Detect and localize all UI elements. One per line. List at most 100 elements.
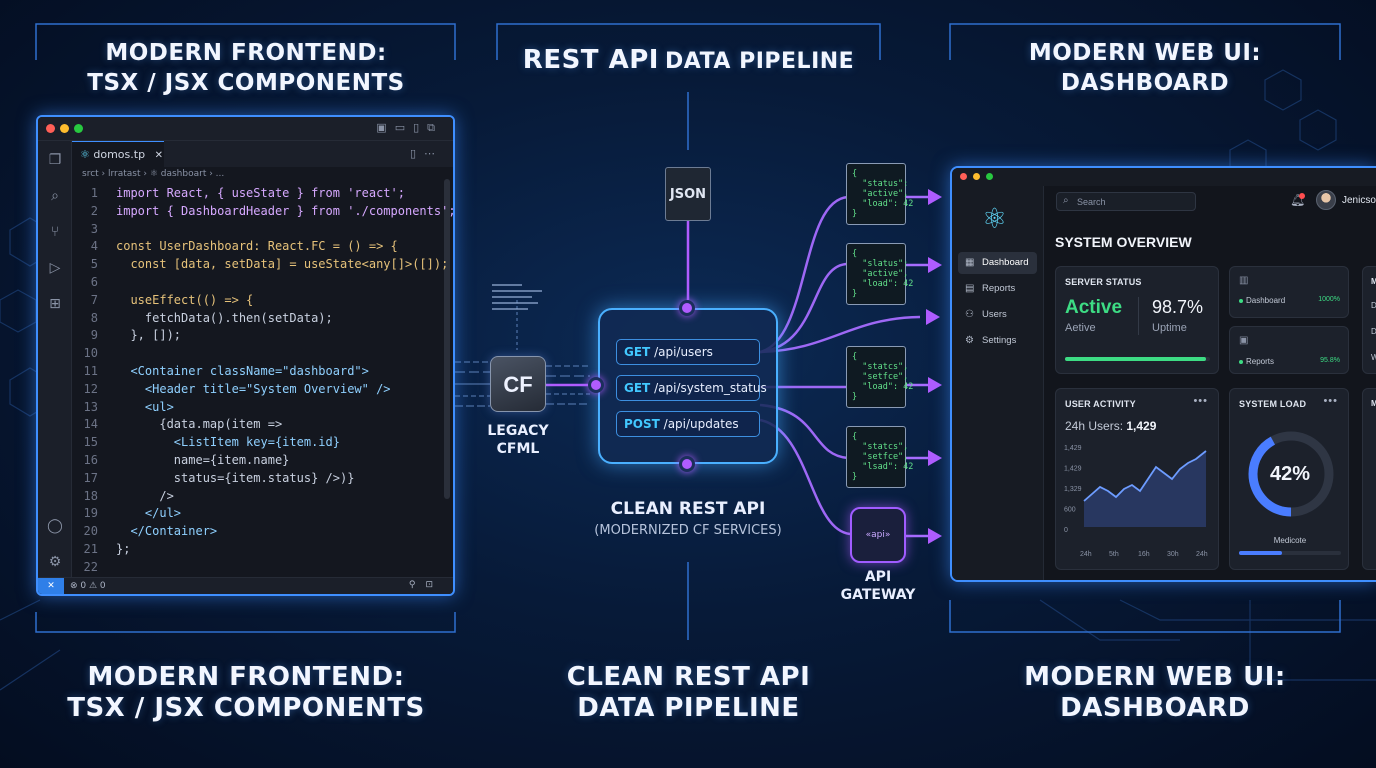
nav-reports[interactable]: ▤Reports (958, 278, 1037, 300)
header-small: DATA PIPELINE (665, 49, 855, 74)
scrollbar[interactable] (444, 179, 450, 499)
load-fill (1239, 551, 1282, 555)
line-number: 5 (90, 257, 98, 272)
user-name[interactable]: Jenicsor (1342, 195, 1376, 206)
maximize-dot[interactable] (986, 173, 993, 180)
split-editor-icon[interactable]: ▯⋯ (409, 147, 443, 160)
clipped-text: D (1371, 327, 1376, 336)
load-value: 42% (1269, 463, 1311, 485)
close-dot[interactable] (960, 173, 967, 180)
avatar[interactable] (1316, 190, 1336, 210)
endpoint-get-system-status[interactable]: GET /api/system_status (616, 375, 767, 401)
gateway-label: API GATEWAY (830, 568, 926, 604)
legacy-label: LEGACY CFML (470, 422, 566, 458)
activity-area (1084, 451, 1206, 527)
line-text: useEffect(() => { (116, 292, 254, 307)
clipped-card: M D D W (1362, 266, 1376, 374)
tab-file[interactable]: ⚛ domos.tp ✕ (72, 141, 164, 167)
code-line: 16 name={item.name} (80, 453, 290, 470)
users-label: 24h Users: (1065, 419, 1124, 433)
code-area[interactable]: 1 import React, { useState } from 'react'… (80, 186, 456, 576)
code-line: 11 <Container className="dashboard"> (80, 364, 369, 381)
more-options-icon[interactable]: ••• (1323, 395, 1338, 407)
remote-indicator[interactable]: ✕ (38, 578, 64, 594)
endpoint-path: /api/system_status (654, 381, 767, 395)
code-line: 19 </ul> (80, 506, 181, 523)
card-title: USER ACTIVITY (1065, 399, 1136, 409)
files-icon[interactable]: ❐ (48, 152, 62, 168)
close-dot[interactable] (46, 124, 55, 133)
code-line: 8 fetchData().then(setData); (80, 311, 333, 328)
cf-logo: CF (490, 356, 546, 412)
x-tick-label: 5th (1109, 551, 1119, 558)
user-activity-card: USER ACTIVITY ••• 24h Users: 1,429 1,429… (1055, 388, 1219, 570)
load-gauge (1248, 431, 1334, 517)
x-tick-label: 30h (1167, 551, 1179, 558)
line-number: 2 (90, 203, 98, 218)
divider (1138, 297, 1139, 335)
grid-icon: ▦ (965, 257, 975, 268)
minimize-dot[interactable] (60, 124, 69, 133)
minimize-dot[interactable] (973, 173, 980, 180)
json-file-icon: JSON (665, 167, 711, 221)
nav-users[interactable]: ⚇Users (958, 304, 1037, 326)
load-track (1239, 551, 1341, 555)
line-number: 18 (83, 488, 98, 503)
notification-icons[interactable]: ⚲⊡ (408, 580, 443, 590)
notification-dot (1299, 193, 1305, 199)
source-control-icon[interactable]: ⑂ (50, 224, 60, 240)
problems-count[interactable]: ⊗ 0 ⚠ 0 (70, 581, 106, 591)
nav-dashboard[interactable]: ▦Dashboard (958, 252, 1037, 274)
more-options-icon[interactable]: ••• (1193, 395, 1208, 407)
api-subtitle: (MODERNIZED CF SERVICES) (594, 523, 782, 538)
nav-settings[interactable]: ⚙Settings (958, 330, 1037, 352)
line-number: 17 (83, 470, 98, 485)
line-number: 1 (90, 186, 98, 200)
gateway-label-line: GATEWAY (840, 587, 916, 603)
line-text: import React, { useState } from 'react'; (116, 186, 405, 200)
line-text: }; (116, 542, 131, 556)
line-text: import { DashboardHeader } from './compo… (116, 203, 456, 218)
header-line: MODERN WEB UI: (1024, 662, 1286, 692)
layout-icons[interactable]: ▣▭▯⧉ (376, 121, 443, 134)
mini-value: 95.8% (1320, 357, 1340, 364)
code-line: 13 <ul> (80, 400, 174, 417)
mini-card-dashboard[interactable]: ▥ Dashboard 1000% (1229, 266, 1349, 318)
users-value: 1,429 (1126, 419, 1157, 433)
close-icon[interactable]: ✕ (154, 150, 163, 161)
api-port-left (588, 377, 604, 393)
endpoint-get-users[interactable]: GET /api/users (616, 339, 760, 365)
code-line: 1 import React, { useState } from 'react'… (80, 186, 405, 203)
maximize-dot[interactable] (74, 124, 83, 133)
line-number: 3 (90, 221, 98, 236)
line-text: {data.map(item => (116, 417, 283, 432)
code-line: 9 }, []); (80, 328, 181, 345)
line-text: <ListItem key={item.id} (116, 435, 340, 450)
x-tick-label: 24h (1196, 551, 1208, 558)
code-line: 12 <Header title="System Overview" /> (80, 382, 391, 399)
mini-card-reports[interactable]: ▣ Reports 95.8% (1229, 326, 1349, 374)
header-top-left: MODERN FRONTEND: TSX / JSX COMPONENTS (36, 38, 456, 98)
line-number: 21 (83, 542, 98, 556)
line-text: <Container className="dashboard"> (116, 364, 369, 378)
header-top-center: REST API DATA PIPELINE (497, 44, 880, 79)
line-text: const [data, setData] = useState<any[]>(… (116, 257, 449, 272)
account-icon[interactable]: ◯ (47, 518, 63, 534)
header-top-right: MODERN WEB UI: DASHBOARD (950, 38, 1340, 98)
settings-gear-icon[interactable]: ⚙ (48, 554, 62, 570)
search-input[interactable]: ⌕ Search (1056, 192, 1196, 211)
line-number: 14 (83, 417, 98, 432)
extensions-icon[interactable]: ⊞ (49, 296, 61, 312)
header-big: REST API (522, 45, 659, 75)
endpoint-path: /api/updates (663, 417, 739, 431)
search-icon[interactable]: ⌕ (51, 188, 59, 204)
endpoint-method: POST (624, 417, 660, 431)
line-number: 22 (83, 559, 98, 574)
users-icon: ⚇ (965, 309, 974, 320)
code-line: 2 import { DashboardHeader } from './comp… (80, 204, 456, 221)
dashboard-titlebar (952, 168, 1376, 186)
line-number: 20 (83, 524, 98, 539)
code-line: 15 <ListItem key={item.id} (80, 435, 340, 452)
endpoint-post-updates[interactable]: POST /api/updates (616, 411, 760, 437)
run-debug-icon[interactable]: ▷ (49, 260, 61, 276)
